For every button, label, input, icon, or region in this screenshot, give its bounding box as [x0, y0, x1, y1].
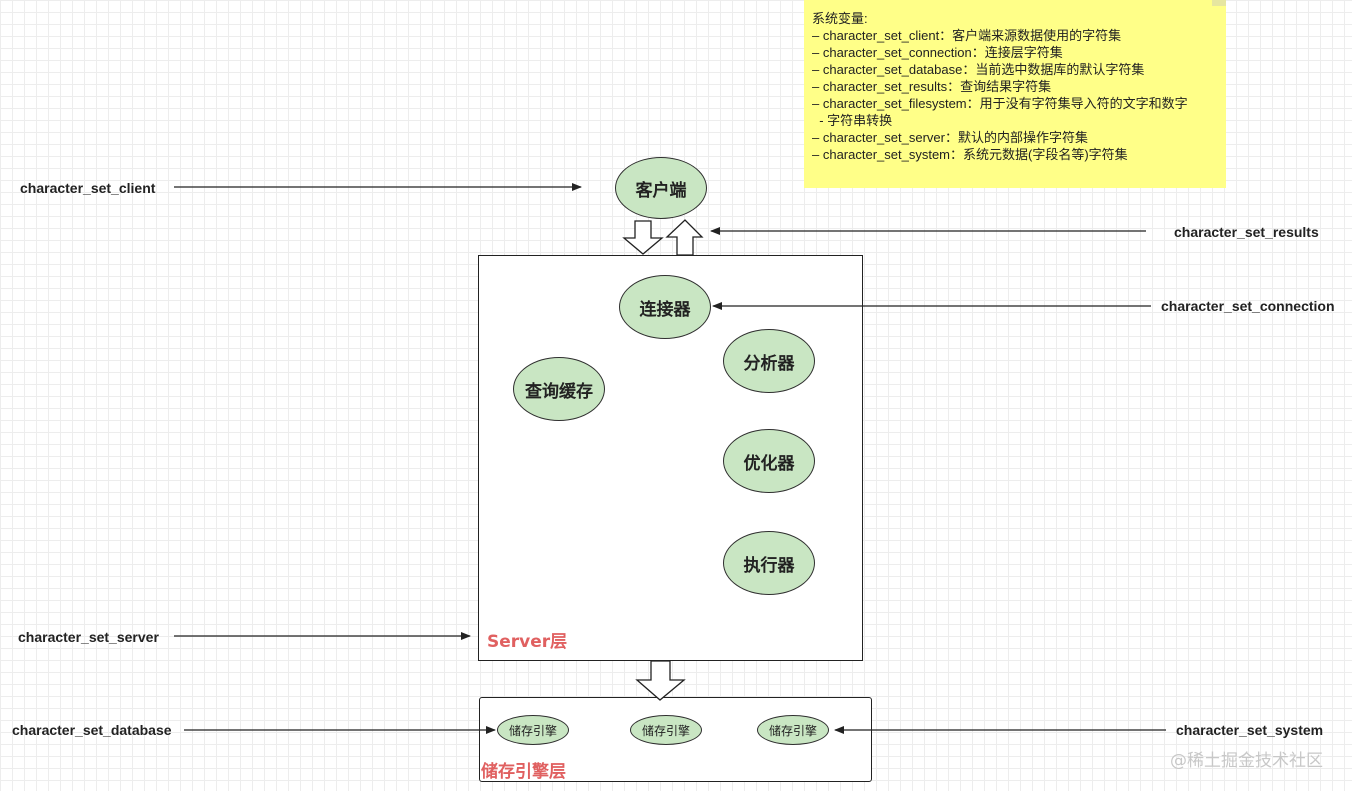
system-variables-note: 系统变量: – character_set_client：客户端来源数据使用的字… [804, 0, 1226, 188]
block-arrow-down-storage [635, 660, 686, 701]
note-line: – character_set_server：默认的内部操作字符集 [812, 130, 1088, 145]
note-line: – character_set_filesystem：用于没有字符集导入符的文字… [812, 96, 1188, 111]
note-line: 系统变量: [812, 11, 868, 26]
label-character-set-client: character_set_client [20, 180, 156, 196]
label-character-set-results: character_set_results [1174, 224, 1319, 240]
note-line: – character_set_database：当前选中数据库的默认字符集 [812, 62, 1145, 77]
label-character-set-connection: character_set_connection [1161, 298, 1335, 314]
label-character-set-server: character_set_server [18, 629, 159, 645]
block-arrow-down [622, 220, 664, 255]
connector-node[interactable]: 连接器 [619, 275, 711, 339]
optimizer-node[interactable]: 优化器 [723, 429, 815, 493]
executor-node[interactable]: 执行器 [723, 531, 815, 595]
note-line: – character_set_client：客户端来源数据使用的字符集 [812, 28, 1122, 43]
note-line: - 字符串转换 [812, 113, 893, 128]
note-line: – character_set_results：查询结果字符集 [812, 79, 1052, 94]
label-character-set-database: character_set_database [12, 722, 172, 738]
note-line: – character_set_system：系统元数据(字段名等)字符集 [812, 147, 1128, 162]
server-layer-label: Server层 [487, 632, 568, 652]
storage-engine-node[interactable]: 储存引擎 [497, 715, 569, 745]
storage-layer-label: 储存引擎层 [481, 762, 566, 782]
note-corner [1212, 0, 1226, 6]
analyzer-node[interactable]: 分析器 [723, 329, 815, 393]
watermark: @稀土掘金技术社区 [1170, 751, 1323, 771]
storage-engine-node[interactable]: 储存引擎 [630, 715, 702, 745]
note-line: – character_set_connection：连接层字符集 [812, 45, 1063, 60]
label-character-set-system: character_set_system [1176, 722, 1324, 738]
client-node[interactable]: 客户端 [615, 157, 707, 219]
block-arrow-up [665, 219, 704, 256]
storage-engine-node[interactable]: 储存引擎 [757, 715, 829, 745]
query-cache-node[interactable]: 查询缓存 [513, 357, 605, 421]
